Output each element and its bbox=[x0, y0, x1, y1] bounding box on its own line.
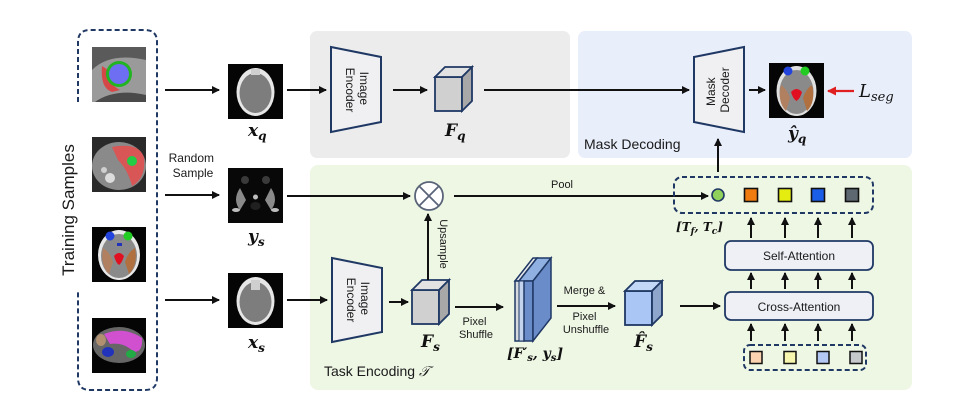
output-token-2 bbox=[777, 187, 793, 203]
training-samples-label: Training Samples bbox=[59, 144, 78, 276]
training-samples-box bbox=[77, 29, 158, 391]
input-tokens-box bbox=[743, 344, 867, 371]
xs-label: xs bbox=[247, 333, 265, 355]
task-encoding-panel bbox=[310, 165, 912, 390]
arrows-cross-to-self-attention bbox=[747, 272, 856, 289]
mask-decoding-title: Mask Decoding bbox=[584, 136, 681, 152]
output-token-1 bbox=[743, 187, 759, 203]
feature-cube-fs-hat bbox=[622, 278, 665, 328]
support-image-xs bbox=[228, 273, 283, 328]
input-token-0 bbox=[749, 350, 763, 365]
fs-label: Fs bbox=[420, 332, 440, 354]
query-encoder-label: Image Encoder bbox=[343, 68, 371, 113]
upsample-label: Upsample bbox=[437, 219, 449, 269]
mask-decoder bbox=[693, 45, 745, 134]
loss-label: Lseg bbox=[858, 81, 894, 105]
random-sample-label: Random Sample bbox=[169, 151, 218, 180]
xq-label: xq bbox=[247, 121, 267, 143]
self-attention-block bbox=[724, 240, 874, 271]
pool-label: Pool bbox=[551, 179, 573, 191]
support-encoder-label: Image Encoder bbox=[344, 278, 372, 323]
support-mask-ys bbox=[228, 168, 283, 223]
query-image-encoder bbox=[330, 45, 382, 134]
ys-label: ys bbox=[247, 227, 265, 249]
thumbnail-abdominal-mri bbox=[92, 318, 146, 373]
input-token-1 bbox=[783, 350, 797, 365]
fq-label: Fq bbox=[444, 121, 465, 143]
feature-cube-fq bbox=[432, 64, 475, 114]
tokens-label: [Tf, Tc] bbox=[676, 220, 723, 237]
pixel-shuffle-label: Pixel Shuffle bbox=[459, 316, 493, 341]
cross-attention-block bbox=[724, 291, 874, 321]
thumbnail-brain-ct bbox=[92, 227, 146, 282]
task-encoding-title: Task Encoding 𝒯 bbox=[324, 363, 434, 380]
output-token-4 bbox=[844, 187, 860, 203]
predicted-mask-yq bbox=[769, 63, 824, 118]
mask-decoder-label: Mask Decoder bbox=[704, 67, 732, 112]
output-token-3 bbox=[810, 187, 826, 203]
merge-unshuffle-label: Merge & Pixel Unshuffle bbox=[563, 285, 609, 336]
concat-label: [F′s, ys] bbox=[507, 346, 563, 364]
support-image-encoder bbox=[331, 256, 383, 344]
output-tokens-box bbox=[673, 176, 874, 214]
fs-hat-label: F̂s bbox=[633, 332, 653, 354]
cross-attention-label: Cross-Attention bbox=[758, 300, 841, 314]
arrows-input-tokens-to-cross-attention bbox=[747, 323, 856, 341]
self-attention-label: Self-Attention bbox=[763, 249, 835, 263]
thumbnail-cardiac-mri bbox=[92, 47, 146, 102]
yq-hat-label: ŷq bbox=[787, 124, 806, 146]
input-token-2 bbox=[816, 350, 830, 365]
concat-feature-stack bbox=[513, 255, 553, 344]
arrows-self-attention-to-tokens bbox=[747, 217, 856, 238]
output-tokens bbox=[711, 187, 860, 203]
thumbnail-abdominal-ct bbox=[92, 137, 146, 192]
output-token-0 bbox=[711, 188, 725, 202]
input-token-3 bbox=[849, 350, 863, 365]
feature-cube-fs bbox=[409, 277, 452, 327]
multiply-node bbox=[414, 181, 444, 211]
input-tokens bbox=[749, 350, 863, 365]
query-image-xq bbox=[228, 64, 283, 119]
